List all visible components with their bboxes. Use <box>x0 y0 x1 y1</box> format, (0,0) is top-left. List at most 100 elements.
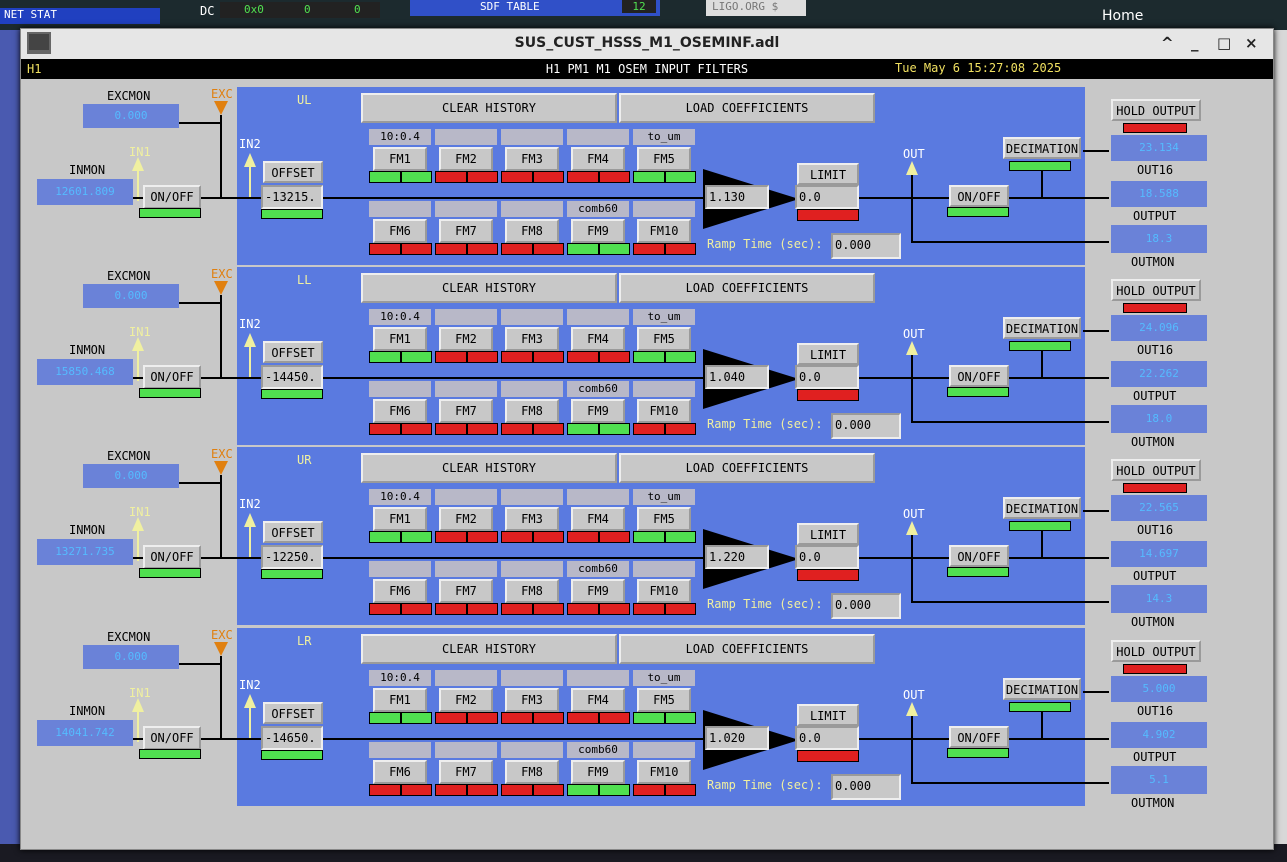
fm2-button[interactable]: FM2 <box>439 147 493 171</box>
fm4-button[interactable]: FM4 <box>571 147 625 171</box>
fm8-led-a <box>501 423 533 435</box>
fm10-button[interactable]: FM10 <box>637 760 691 784</box>
fm3-button[interactable]: FM3 <box>505 688 559 712</box>
filter-name-slot <box>435 742 497 758</box>
ramp-time-input[interactable]: 0.000 <box>831 593 901 619</box>
fm1-button[interactable]: FM1 <box>373 147 427 171</box>
fm3-button[interactable]: FM3 <box>505 507 559 531</box>
clear-history-button[interactable]: CLEAR HISTORY <box>361 453 617 483</box>
fm7-button[interactable]: FM7 <box>439 219 493 243</box>
input-on-off-button[interactable]: ON/OFF <box>143 365 201 389</box>
offset-input[interactable]: -13215. <box>261 185 323 209</box>
offset-input[interactable]: -14650. <box>261 726 323 750</box>
load-coefficients-button[interactable]: LOAD COEFFICIENTS <box>619 634 875 664</box>
fm6-button[interactable]: FM6 <box>373 760 427 784</box>
hold-output-button[interactable]: HOLD OUTPUT <box>1111 279 1201 301</box>
limit-button[interactable]: LIMIT <box>797 704 859 726</box>
output-on-off-button[interactable]: ON/OFF <box>949 545 1009 567</box>
fm9-button[interactable]: FM9 <box>571 760 625 784</box>
fm8-button[interactable]: FM8 <box>505 579 559 603</box>
load-coefficients-button[interactable]: LOAD COEFFICIENTS <box>619 93 875 123</box>
fm6-button[interactable]: FM6 <box>373 219 427 243</box>
ramp-time-input[interactable]: 0.000 <box>831 233 901 259</box>
limit-input[interactable]: 0.0 <box>795 545 859 569</box>
fm3-button[interactable]: FM3 <box>505 327 559 351</box>
fm10-button[interactable]: FM10 <box>637 579 691 603</box>
clear-history-button[interactable]: CLEAR HISTORY <box>361 273 617 303</box>
fm6-button[interactable]: FM6 <box>373 579 427 603</box>
fm8-button[interactable]: FM8 <box>505 760 559 784</box>
fm5-button[interactable]: FM5 <box>637 327 691 351</box>
window-close-button[interactable]: × <box>1245 34 1258 52</box>
input-on-off-button[interactable]: ON/OFF <box>143 185 201 209</box>
output-on-off-button[interactable]: ON/OFF <box>949 726 1009 748</box>
fm7-button[interactable]: FM7 <box>439 579 493 603</box>
fm10-button[interactable]: FM10 <box>637 399 691 423</box>
fm4-button[interactable]: FM4 <box>571 327 625 351</box>
fm6-button[interactable]: FM6 <box>373 399 427 423</box>
hold-output-button[interactable]: HOLD OUTPUT <box>1111 640 1201 662</box>
fm4-button[interactable]: FM4 <box>571 688 625 712</box>
gain-input[interactable]: 1.020 <box>705 726 769 750</box>
fm9-button[interactable]: FM9 <box>571 219 625 243</box>
exc-arrow-icon <box>214 101 228 115</box>
window-shade-button[interactable]: ^ <box>1161 34 1174 52</box>
output-on-off-button[interactable]: ON/OFF <box>949 185 1009 207</box>
decimation-button[interactable]: DECIMATION <box>1003 137 1081 159</box>
dc-values: 0x0 0 0 <box>220 2 380 18</box>
limit-button[interactable]: LIMIT <box>797 163 859 185</box>
limit-input[interactable]: 0.0 <box>795 185 859 209</box>
decimation-button[interactable]: DECIMATION <box>1003 497 1081 519</box>
limit-button[interactable]: LIMIT <box>797 343 859 365</box>
gain-input[interactable]: 1.040 <box>705 365 769 389</box>
gain-input[interactable]: 1.130 <box>705 185 769 209</box>
offset-input[interactable]: -14450. <box>261 365 323 389</box>
fm9-button[interactable]: FM9 <box>571 399 625 423</box>
offset-button[interactable]: OFFSET <box>263 161 323 183</box>
fm8-button[interactable]: FM8 <box>505 219 559 243</box>
home-label[interactable]: Home <box>1102 8 1144 24</box>
output-on-off-button[interactable]: ON/OFF <box>949 365 1009 387</box>
fm2-button[interactable]: FM2 <box>439 688 493 712</box>
offset-input[interactable]: -12250. <box>261 545 323 569</box>
offset-button[interactable]: OFFSET <box>263 702 323 724</box>
fm10-button[interactable]: FM10 <box>637 219 691 243</box>
fm8-button[interactable]: FM8 <box>505 399 559 423</box>
fm1-button[interactable]: FM1 <box>373 688 427 712</box>
ramp-time-input[interactable]: 0.000 <box>831 774 901 800</box>
fm5-button[interactable]: FM5 <box>637 147 691 171</box>
decimation-button[interactable]: DECIMATION <box>1003 678 1081 700</box>
offset-button[interactable]: OFFSET <box>263 521 323 543</box>
hold-output-button[interactable]: HOLD OUTPUT <box>1111 459 1201 481</box>
clear-history-button[interactable]: CLEAR HISTORY <box>361 634 617 664</box>
fm7-button[interactable]: FM7 <box>439 760 493 784</box>
title-bar[interactable]: SUS_CUST_HSSS_M1_OSEMINF.adl ^ _ □ × <box>21 29 1273 59</box>
offset-button[interactable]: OFFSET <box>263 341 323 363</box>
limit-input[interactable]: 0.0 <box>795 726 859 750</box>
decimation-button[interactable]: DECIMATION <box>1003 317 1081 339</box>
fm2-button[interactable]: FM2 <box>439 507 493 531</box>
limit-button[interactable]: LIMIT <box>797 523 859 545</box>
fm9-led-b <box>599 603 630 615</box>
input-on-off-button[interactable]: ON/OFF <box>143 726 201 750</box>
fm4-button[interactable]: FM4 <box>571 507 625 531</box>
gain-input[interactable]: 1.220 <box>705 545 769 569</box>
fm7-button[interactable]: FM7 <box>439 399 493 423</box>
input-on-off-button[interactable]: ON/OFF <box>143 545 201 569</box>
limit-input[interactable]: 0.0 <box>795 365 859 389</box>
fm1-button[interactable]: FM1 <box>373 327 427 351</box>
fm9-button[interactable]: FM9 <box>571 579 625 603</box>
fm2-button[interactable]: FM2 <box>439 327 493 351</box>
hold-output-button[interactable]: HOLD OUTPUT <box>1111 99 1201 121</box>
window-maximize-button[interactable]: □ <box>1217 34 1232 52</box>
fm1-button[interactable]: FM1 <box>373 507 427 531</box>
ramp-time-input[interactable]: 0.000 <box>831 413 901 439</box>
clear-history-button[interactable]: CLEAR HISTORY <box>361 93 617 123</box>
fm5-button[interactable]: FM5 <box>637 688 691 712</box>
load-coefficients-button[interactable]: LOAD COEFFICIENTS <box>619 273 875 303</box>
fm5-button[interactable]: FM5 <box>637 507 691 531</box>
load-coefficients-button[interactable]: LOAD COEFFICIENTS <box>619 453 875 483</box>
window-minimize-button[interactable]: _ <box>1191 34 1199 52</box>
fm3-button[interactable]: FM3 <box>505 147 559 171</box>
